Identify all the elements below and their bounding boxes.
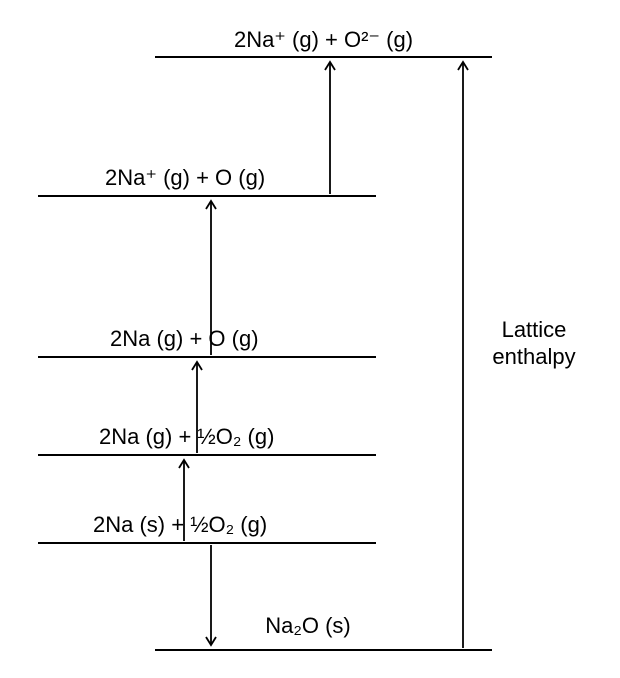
lattice-enthalpy-label: Lattice enthalpy — [478, 316, 590, 370]
level-label-na-gas-o2: 2Na (g) + ½O₂ (g) — [99, 424, 275, 449]
level-label-lattice-solid: Na₂O (s) — [265, 613, 351, 638]
lattice-enthalpy-label-line2: enthalpy — [492, 344, 576, 369]
level-label-elements-standard: 2Na (s) + ½O₂ (g) — [93, 512, 268, 537]
level-label-atoms-gaseous: 2Na (g) + O (g) — [110, 326, 259, 351]
level-label-ions-gaseous: 2Na⁺ (g) + O²⁻ (g) — [233, 27, 414, 52]
lattice-enthalpy-label-line1: Lattice — [501, 317, 567, 342]
level-label-cation-plus-atom: 2Na⁺ (g) + O (g) — [105, 165, 266, 190]
